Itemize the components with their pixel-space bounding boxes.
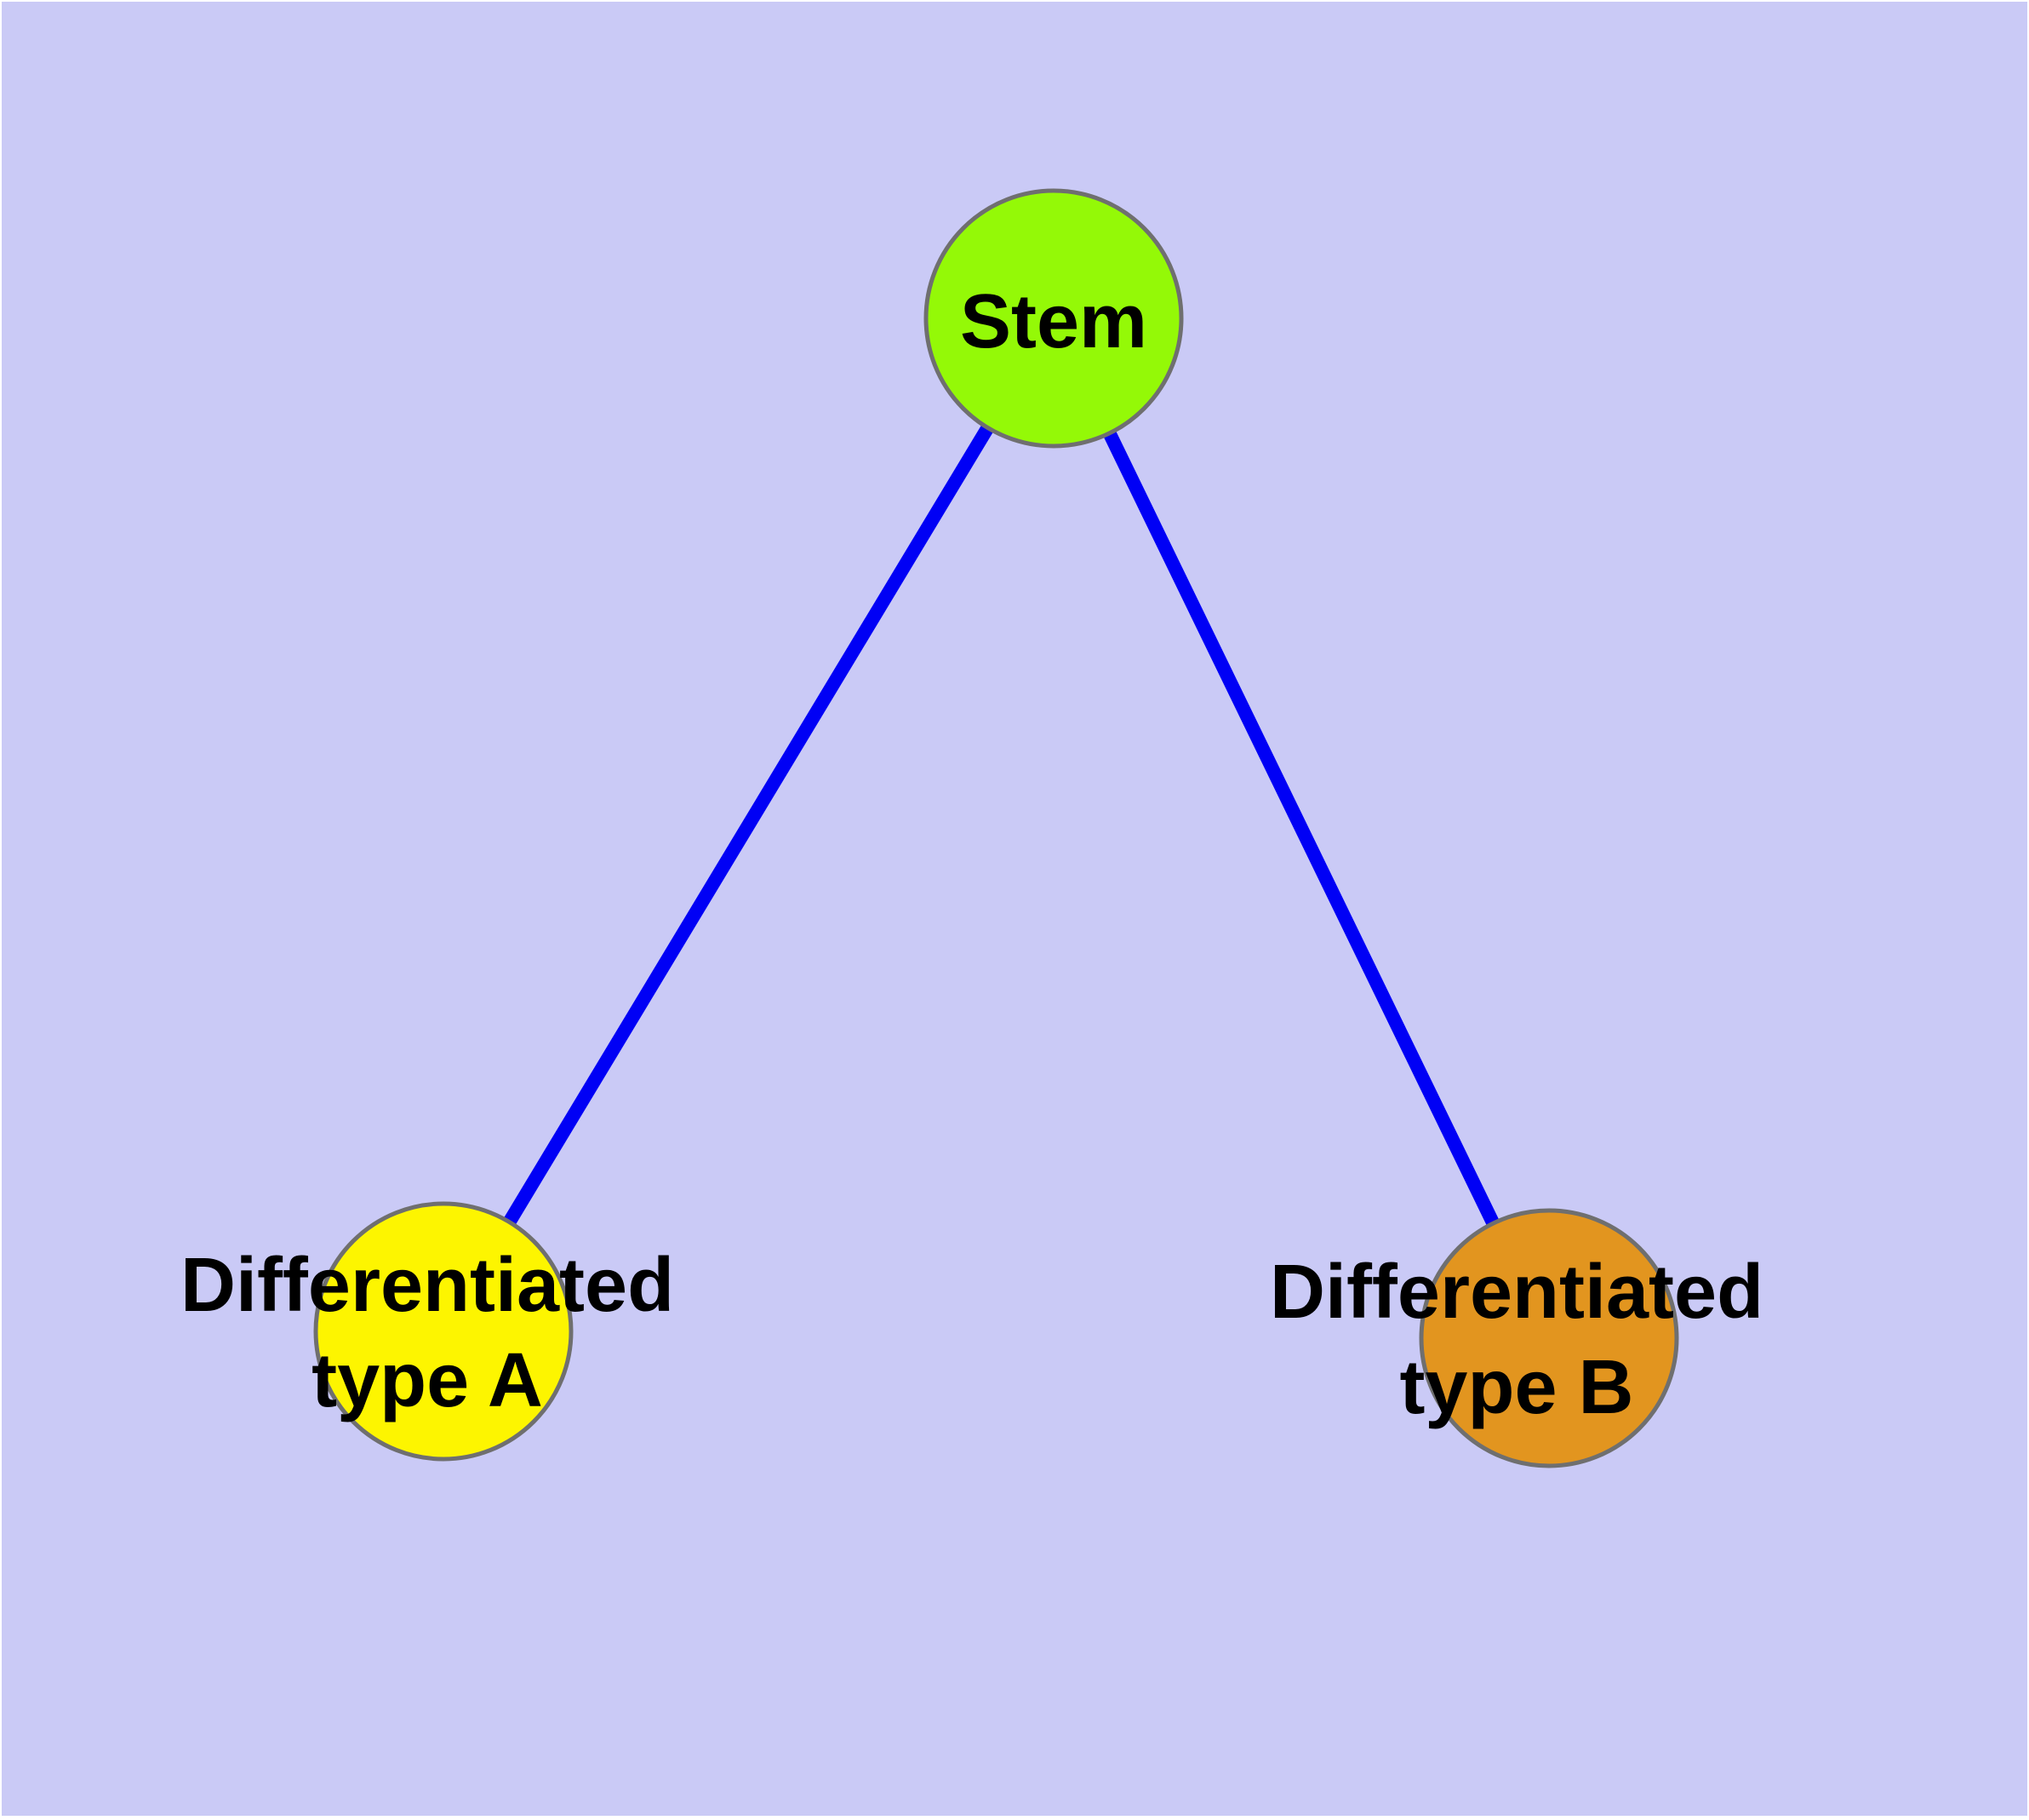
edge-stem-to-type-b — [1047, 315, 1556, 1342]
node-label-stem: Stem — [960, 274, 1147, 369]
node-type-b — [1419, 1208, 1679, 1468]
node-label-differentiated-type-b: Differentiated type B — [1270, 1245, 1763, 1435]
node-type-a — [313, 1201, 574, 1462]
edge-stem-to-type-a — [437, 314, 1060, 1336]
node-label-text: type A — [311, 1338, 543, 1423]
node-label-differentiated-type-a: Differentiated type A — [180, 1238, 674, 1428]
node-stem — [923, 188, 1184, 449]
node-label-text: Stem — [959, 279, 1148, 364]
node-label-text: type B — [1399, 1345, 1634, 1430]
node-label-text: Differentiated — [1269, 1250, 1764, 1335]
node-label-text: Differentiated — [180, 1243, 675, 1328]
